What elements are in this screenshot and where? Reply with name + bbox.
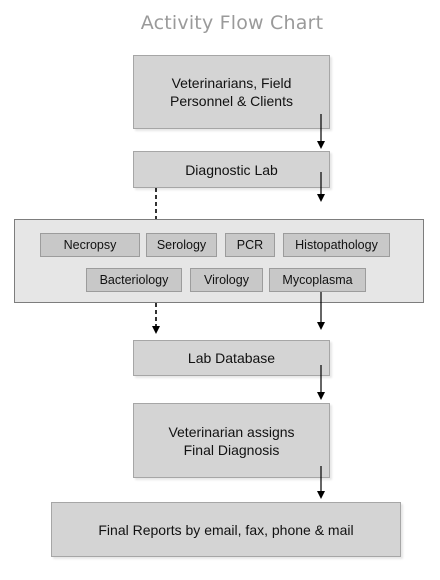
test-histopathology: Histopathology — [283, 233, 390, 257]
diagnostic-lab-box: Diagnostic Lab — [133, 151, 330, 188]
test-virology: Virology — [190, 268, 263, 292]
test-pcr: PCR — [225, 233, 275, 257]
test-mycoplasma: Mycoplasma — [269, 268, 366, 292]
test-necropsy: Necropsy — [40, 233, 140, 257]
lab-database-box: Lab Database — [133, 340, 330, 376]
sources-box: Veterinarians, Field Personnel & Clients — [133, 55, 330, 129]
test-bacteriology: Bacteriology — [86, 268, 182, 292]
test-serology: Serology — [146, 233, 217, 257]
chart-title: Activity Flow Chart — [140, 12, 324, 34]
lab-tests-panel: Necropsy Serology PCR Histopathology Bac… — [14, 219, 424, 303]
final-diagnosis-box: Veterinarian assigns Final Diagnosis — [133, 403, 330, 478]
final-reports-box: Final Reports by email, fax, phone & mai… — [51, 502, 401, 557]
